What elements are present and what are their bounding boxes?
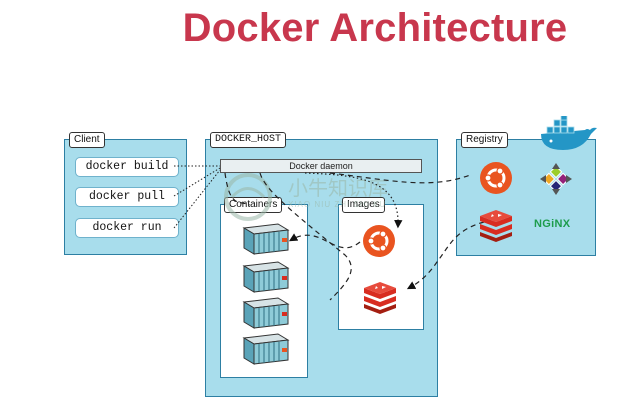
watermark-logo-icon [224,173,272,221]
registry-panel: Registry [456,132,596,256]
ubuntu-icon [480,162,512,194]
docker-build-command[interactable]: docker build [75,157,179,177]
redis-icon [480,210,512,242]
image-redis-icon [364,282,396,314]
watermark-text: 小牛知识库 [288,176,388,200]
client-label: Client [69,132,105,148]
watermark-subtext: XIAO NIU ZHI SHI KU [288,200,387,209]
container-icon [242,333,290,365]
container-icon [242,261,290,293]
container-icon [242,223,290,255]
image-ubuntu-icon [363,225,395,257]
docker-whale-icon [541,116,597,150]
client-panel: Client docker build docker pull docker r… [64,132,187,255]
centos-icon [540,163,572,195]
docker-pull-command[interactable]: docker pull [75,187,179,207]
docker-run-command[interactable]: docker run [75,218,179,238]
registry-label: Registry [461,132,508,148]
container-icon [242,297,290,329]
nginx-logo: NGiNX [534,218,571,230]
docker-host-label: DOCKER_HOST [210,132,287,148]
watermark: 小牛知识库 XIAO NIU ZHI SHI KU [218,170,408,224]
page-title: Docker Architecture [182,6,568,50]
